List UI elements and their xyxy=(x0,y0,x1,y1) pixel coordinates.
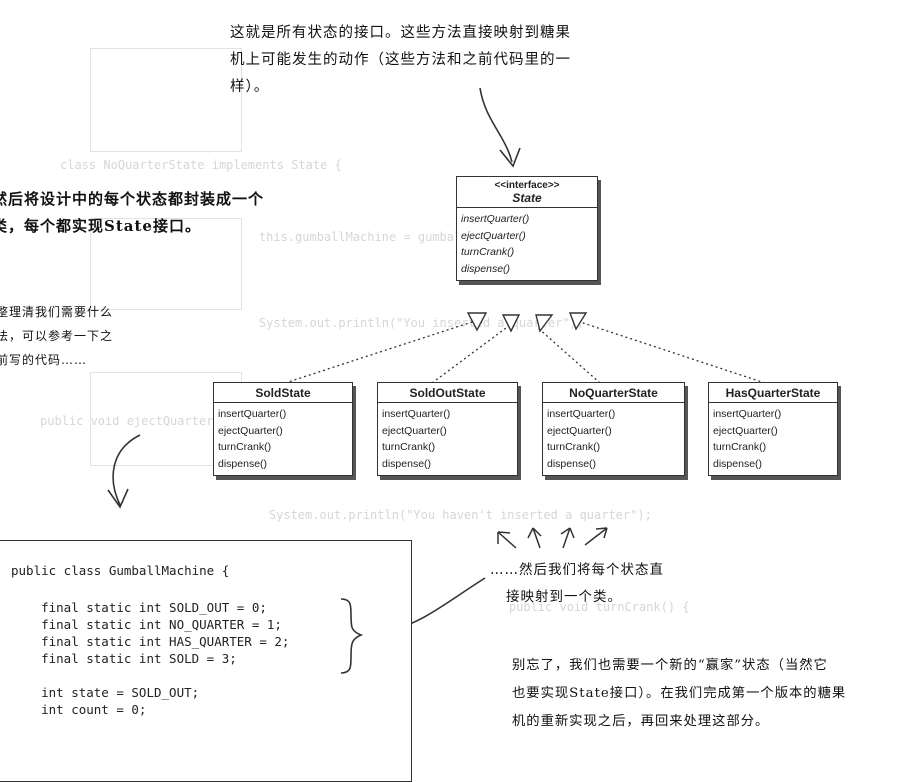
note-line: 也要实现State接口）。在我们完成第一个版本的糖果 xyxy=(512,686,847,701)
interface-name: State xyxy=(512,191,542,205)
realization-line xyxy=(431,327,507,384)
reference-annotation: 整理清我们需要什么 法，可以参考一下之 前写的代码…… xyxy=(0,300,113,372)
code-line: final static int SOLD = 3; xyxy=(11,651,237,666)
method-item: insertQuarter() xyxy=(218,408,287,420)
method-item: dispense() xyxy=(713,457,763,470)
connector-layer xyxy=(107,87,766,641)
note-line: 然后将设计中的每个状态都封装成一个 xyxy=(0,190,265,208)
winner-state-annotation: 别忘了，我们也需要一个新的“赢家”状态（当然它 也要实现State接口）。在我们… xyxy=(512,652,846,736)
interface-annotation: 这就是所有状态的接口。这些方法直接映射到糖果 机上可能发生的动作（这些方法和之前… xyxy=(230,20,571,101)
note-line: 整理清我们需要什么 xyxy=(0,305,114,319)
method-item: ejectQuarter() xyxy=(713,424,778,437)
background-ghost-box xyxy=(90,218,242,310)
mapping-annotation: ……然后我们将每个状态直 接映射到一个类。 xyxy=(490,557,664,611)
method-item: dispense() xyxy=(547,457,597,470)
note-line: 机的重新实现之后，再回来处理这部分。 xyxy=(512,714,770,729)
mapping-arrow xyxy=(497,531,517,549)
method-item: dispense() xyxy=(382,457,432,470)
note-line: 这就是所有状态的接口。这些方法直接映射到糖果 xyxy=(230,25,571,41)
background-ghost-code: System.out.println("You inserted a quart… xyxy=(230,316,585,330)
class-name: HasQuarterState xyxy=(709,383,837,403)
method-item: turnCrank() xyxy=(382,441,436,453)
state-interface-box: <<interface>> State insertQuarter() ejec… xyxy=(456,176,598,281)
method-list: insertQuarter() ejectQuarter() turnCrank… xyxy=(709,403,837,475)
interface-stereotype: <<interface>> xyxy=(494,180,560,191)
method-item: ejectQuarter() xyxy=(461,229,526,242)
code-line: public class GumballMachine { xyxy=(11,563,230,578)
inheritance-triangle xyxy=(535,314,554,333)
class-box-soldoutstate: SoldOutState insertQuarter() ejectQuarte… xyxy=(377,382,518,476)
encapsulate-annotation: 然后将设计中的每个状态都封装成一个 类，每个都实现State接口。 xyxy=(0,186,264,240)
background-ghost-code: public void turnCrank() { xyxy=(480,600,690,614)
code-line: int state = SOLD_OUT; xyxy=(11,685,200,700)
method-item: ejectQuarter() xyxy=(382,424,447,437)
class-name: NoQuarterState xyxy=(543,383,684,403)
code-line: final static int SOLD_OUT = 0; xyxy=(11,600,267,615)
note-line: 机上可能发生的动作（这些方法和之前代码里的一 xyxy=(230,52,571,68)
class-name: SoldOutState xyxy=(378,383,517,403)
method-item: turnCrank() xyxy=(218,441,272,453)
background-ghost-code: class NoQuarterState implements State { xyxy=(60,158,342,172)
method-list: insertQuarter() ejectQuarter() turnCrank… xyxy=(457,208,597,280)
realization-line xyxy=(579,321,766,384)
method-item: insertQuarter() xyxy=(461,213,530,225)
method-item: turnCrank() xyxy=(461,246,515,258)
mapping-arrow xyxy=(532,527,541,549)
method-item: insertQuarter() xyxy=(382,408,451,420)
code-listing: public class GumballMachine { final stat… xyxy=(0,540,412,782)
class-box-soldstate: SoldState insertQuarter() ejectQuarter()… xyxy=(213,382,353,476)
note-line: 前写的代码…… xyxy=(0,353,88,367)
code-line: final static int NO_QUARTER = 1; xyxy=(11,617,282,632)
method-item: insertQuarter() xyxy=(713,408,782,420)
method-item: turnCrank() xyxy=(547,441,601,453)
note-line: 类，每个都实现State接口。 xyxy=(0,217,201,235)
mapping-arrow xyxy=(595,527,608,539)
interface-header: <<interface>> State xyxy=(457,177,597,208)
background-ghost-code: System.out.println("You haven't inserted… xyxy=(240,508,652,522)
class-box-hasquarterstate: HasQuarterState insertQuarter() ejectQua… xyxy=(708,382,838,476)
class-box-noquarterstate: NoQuarterState insertQuarter() ejectQuar… xyxy=(542,382,685,476)
brace-icon xyxy=(340,598,364,674)
method-list: insertQuarter() ejectQuarter() turnCrank… xyxy=(543,403,684,475)
class-name: SoldState xyxy=(214,383,352,403)
mapping-arrow xyxy=(584,527,608,546)
mapping-arrow xyxy=(562,527,571,549)
method-item: dispense() xyxy=(461,262,511,275)
realization-line xyxy=(537,327,601,384)
pointer-arrow xyxy=(479,87,513,163)
code-line: final static int HAS_QUARTER = 2; xyxy=(11,634,290,649)
note-line: 样）。 xyxy=(230,79,270,95)
note-line: 接映射到一个类。 xyxy=(506,589,622,605)
inheritance-triangle xyxy=(466,312,488,332)
inheritance-triangle xyxy=(501,314,521,333)
arrow-head xyxy=(107,488,129,509)
background-ghost-code: public void ejectQuarter() { xyxy=(40,414,243,428)
method-item: turnCrank() xyxy=(713,441,767,453)
background-ghost-box xyxy=(90,48,242,152)
arrow-head xyxy=(499,147,521,168)
method-item: insertQuarter() xyxy=(547,408,616,420)
note-line: 法，可以参考一下之 xyxy=(0,329,114,343)
code-line: int count = 0; xyxy=(11,702,147,717)
method-item: dispense() xyxy=(218,457,268,470)
mapping-arrow xyxy=(560,527,575,539)
pointer-arrow xyxy=(112,434,141,506)
method-item: ejectQuarter() xyxy=(218,424,283,437)
inheritance-triangle xyxy=(568,312,588,331)
mapping-arrow xyxy=(497,531,511,544)
method-item: ejectQuarter() xyxy=(547,424,612,437)
method-list: insertQuarter() ejectQuarter() turnCrank… xyxy=(214,403,352,475)
mapping-arrow xyxy=(527,527,542,539)
method-list: insertQuarter() ejectQuarter() turnCrank… xyxy=(378,403,517,475)
note-line: ……然后我们将每个状态直 xyxy=(490,562,664,578)
note-line: 别忘了，我们也需要一个新的“赢家”状态（当然它 xyxy=(512,658,828,673)
